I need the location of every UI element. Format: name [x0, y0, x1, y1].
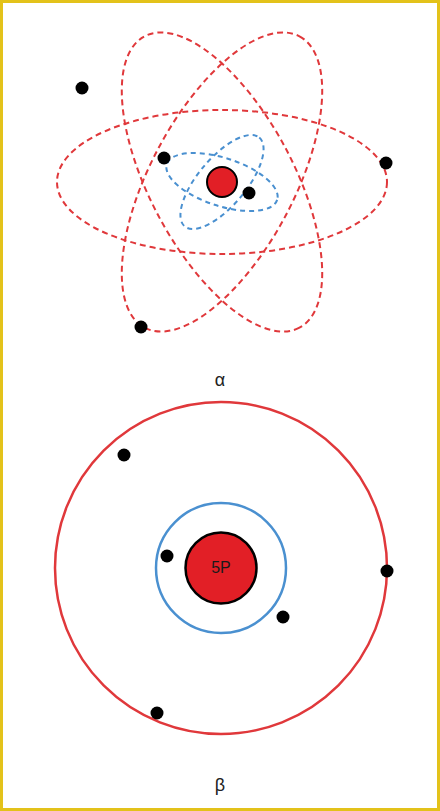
electron: [161, 550, 174, 563]
nucleus-fill: [186, 533, 257, 604]
electron: [118, 449, 131, 462]
nucleus-circle: 5P: [184, 531, 258, 605]
electron: [135, 321, 148, 334]
dashed-atom-model: [57, 3, 393, 361]
electron: [243, 187, 256, 200]
electron-orbit: [81, 3, 363, 361]
electron: [277, 611, 290, 624]
electron-orbit: [81, 3, 363, 361]
atom-illustration: [3, 3, 437, 808]
electron: [380, 157, 393, 170]
electron: [381, 565, 394, 578]
outer-shell: [55, 402, 387, 734]
electron: [76, 82, 89, 95]
electron-orbit: [57, 110, 387, 254]
nucleus-label: 5P: [211, 559, 231, 577]
inner-orbit: [166, 122, 277, 242]
model-caption: α: [215, 370, 225, 391]
inner-orbit: [159, 141, 284, 222]
inner-shell: [156, 503, 286, 633]
electron: [151, 707, 164, 720]
model-caption: β: [215, 775, 225, 796]
nucleus: [207, 167, 237, 197]
electron: [158, 152, 171, 165]
shell-atom-model: [55, 402, 394, 734]
